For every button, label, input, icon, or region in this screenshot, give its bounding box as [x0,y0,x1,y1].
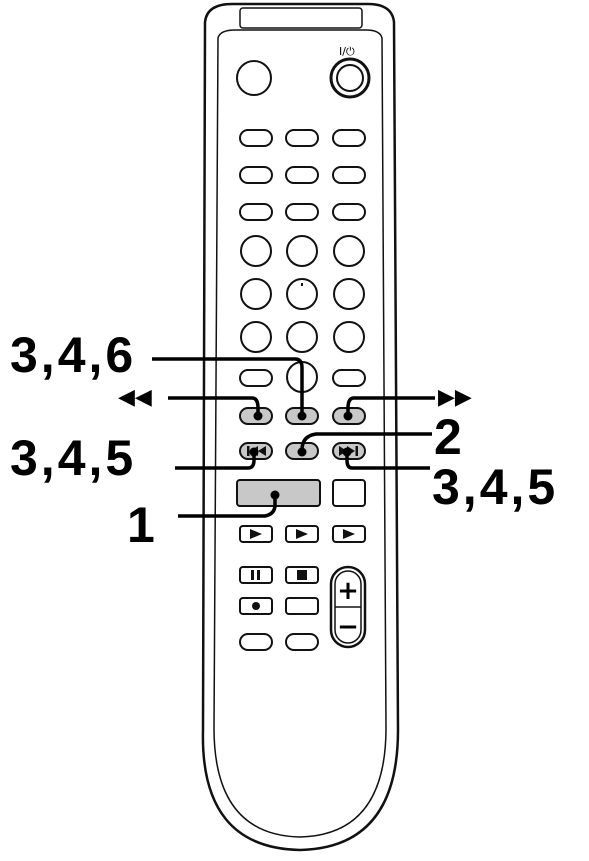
power-label: I/⏻ [339,45,355,58]
callout-lines [152,357,435,518]
square-button[interactable] [332,479,366,507]
play-icons [250,529,355,539]
blank-button-1[interactable] [285,597,319,615]
remote-ir-window [239,7,363,29]
volume-plus-icon: + [337,576,359,606]
callout-2: 2 [434,409,465,465]
pause-button[interactable] [239,566,273,584]
callout-3-4-6: 3,4,6 [10,327,137,383]
left-oval-button[interactable] [239,369,273,387]
callout-1: 1 [127,497,158,553]
oval-buttons-row-2[interactable] [239,166,366,184]
pause-icon [251,570,260,580]
fast-forward-icon: ▶▶ [438,385,472,410]
number-buttons[interactable] [240,235,365,353]
oval-buttons-row-1[interactable] [239,129,366,147]
rewind-icon: ◀◀ [118,385,152,410]
bottom-left-button[interactable] [239,633,273,651]
callout-3-4-5-left: 3,4,5 [10,430,137,486]
bottom-center-button[interactable] [285,633,319,651]
right-oval-button[interactable] [332,369,366,387]
top-left-button[interactable] [236,60,272,96]
remote-inner-outline [213,29,387,838]
volume-minus-icon: − [337,612,359,642]
record-icon [252,602,260,610]
oval-buttons-row-3[interactable] [239,203,366,221]
power-button[interactable] [336,64,364,92]
stop-icon [297,570,307,580]
callout-3-4-5-right: 3,4,5 [432,459,559,515]
callout-endpoints [249,411,353,500]
